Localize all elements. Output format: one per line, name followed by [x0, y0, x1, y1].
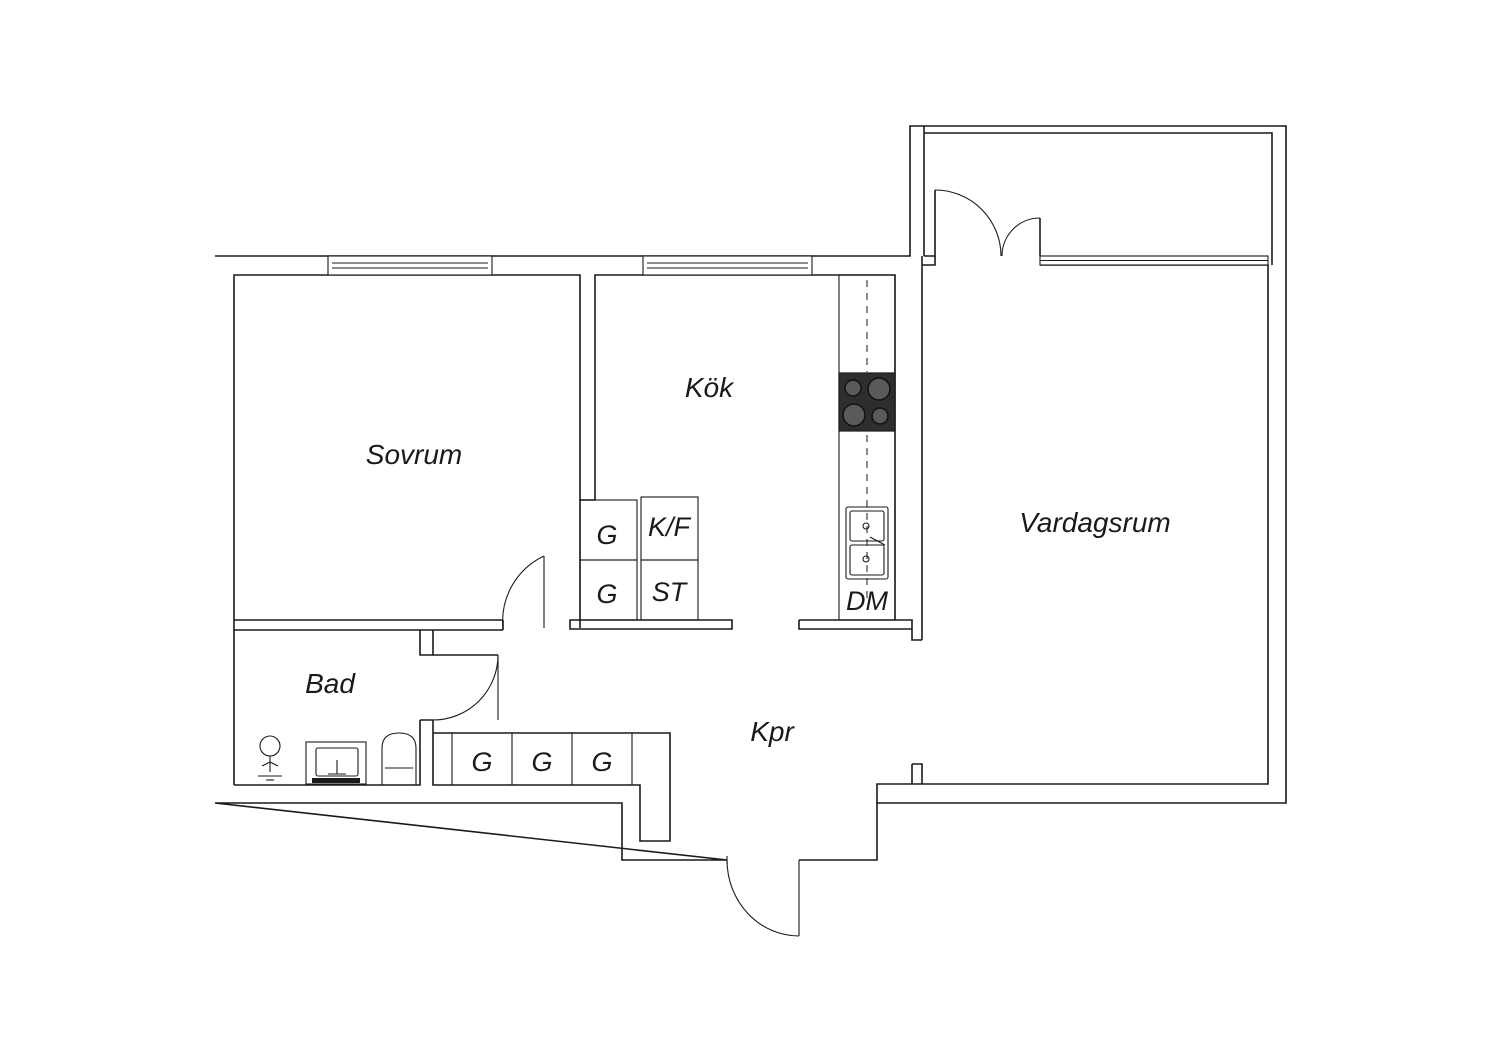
bad-walls [419, 630, 498, 733]
sovrum-room [234, 500, 581, 631]
room-label-kok: Kök [685, 372, 735, 403]
cabinet-label-upper: G [596, 520, 617, 550]
bad-door[interactable] [432, 654, 499, 721]
shower-icon [258, 735, 282, 781]
washbasin-icon [305, 741, 367, 785]
hall-closet-label: G [531, 747, 552, 777]
stove-label: ST [652, 577, 689, 607]
hall-closet-label: G [471, 747, 492, 777]
toilet-icon [381, 732, 417, 785]
room-label-vardagsrum: Vardagsrum [1019, 507, 1170, 538]
kok-window [642, 255, 813, 276]
room-label-sovrum: Sovrum [366, 439, 462, 470]
cooktop-icon [838, 372, 896, 432]
kitchen-walls [569, 256, 923, 784]
room-label-kpr: Kpr [750, 716, 795, 747]
sovrum-window [327, 255, 493, 276]
hall-closets [451, 733, 633, 785]
dishwasher-label: DM [846, 586, 888, 616]
balcony [923, 126, 1273, 266]
kitchen-cabinets [579, 496, 699, 621]
kitchen-counter [838, 274, 896, 621]
balcony-door[interactable] [934, 189, 1041, 257]
room-label-bad: Bad [305, 668, 356, 699]
hall-closet-label: G [591, 747, 612, 777]
outer-walls [214, 125, 1287, 861]
sink-icon [845, 506, 889, 580]
sovrum-door[interactable] [502, 555, 545, 629]
entrance-door[interactable] [726, 856, 800, 937]
cabinet-label-lower: G [596, 579, 617, 609]
fridge-freezer-label: K/F [648, 512, 692, 542]
